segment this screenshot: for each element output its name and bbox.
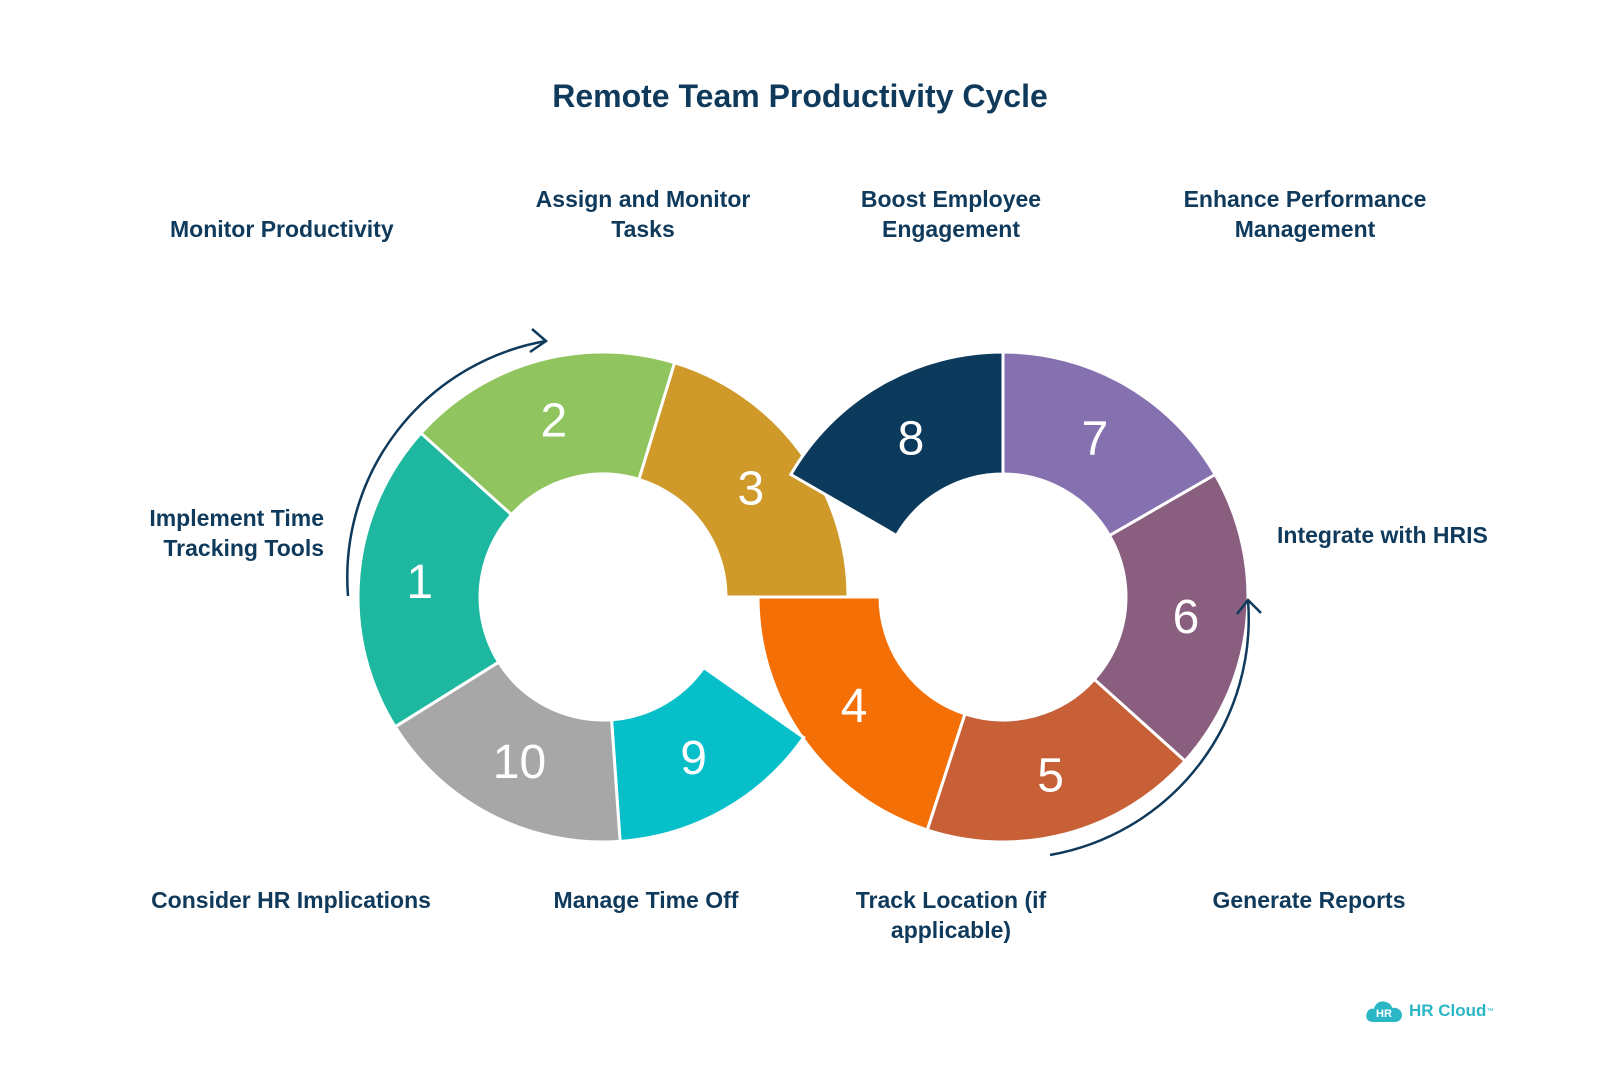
label-track-line1: Track Location (if — [855, 887, 1047, 913]
label-enhance-line2: Management — [1234, 216, 1376, 242]
segment-number-1: 1 — [406, 556, 433, 609]
cycle-segments — [356, 350, 1250, 844]
label-generate-reports: Generate Reports — [1212, 887, 1406, 913]
segment-number-9: 9 — [680, 732, 707, 785]
segment-10 — [393, 660, 622, 844]
segment-7 — [1001, 350, 1218, 538]
label-boost-engagement: Boost Employee Engagement — [861, 184, 1041, 244]
segment-number-10: 10 — [493, 736, 546, 789]
segment-number-8: 8 — [898, 413, 925, 466]
segment-6 — [1092, 472, 1250, 764]
segment-8 — [788, 350, 1005, 538]
label-implement-line1: Implement Time — [149, 505, 324, 531]
cycle-arrow-right-head — [1236, 598, 1262, 615]
logo-badge: HR — [1376, 1008, 1392, 1020]
segment-number-5: 5 — [1037, 750, 1064, 803]
cycle-numbers: 1 2 3 4 5 6 7 8 9 10 — [406, 395, 1199, 803]
label-implement-time-tracking: Implement Time Tracking Tools — [120, 503, 324, 563]
cycle-arrow-left-head — [529, 328, 549, 354]
hr-cloud-logo: HR HR Cloud ™ — [1365, 998, 1493, 1024]
label-enhance-performance: Enhance Performance Management — [1184, 184, 1427, 244]
label-enhance-line1: Enhance Performance — [1183, 186, 1427, 212]
segment-5 — [925, 677, 1188, 844]
cycle-arrow-right — [1049, 599, 1250, 857]
label-integrate-hris: Integrate with HRIS — [1277, 522, 1488, 548]
label-track-location: Track Location (if applicable) — [856, 885, 1046, 945]
segment-2 — [418, 350, 677, 517]
logo-text: HR Cloud — [1409, 1001, 1487, 1020]
segment-number-3: 3 — [738, 463, 765, 516]
cycle-arrow-left — [346, 339, 547, 597]
label-assign-tasks: Assign and Monitor Tasks — [536, 184, 751, 244]
logo-trademark: ™ — [1486, 1007, 1494, 1015]
label-boost-line2: Engagement — [881, 216, 1021, 242]
segment-3 — [637, 360, 850, 599]
segment-4 — [756, 595, 967, 832]
label-track-line2: applicable) — [890, 917, 1012, 943]
segment-1 — [356, 430, 514, 729]
label-implement-line2: Tracking Tools — [163, 535, 324, 561]
label-assign-tasks-line2: Tasks — [611, 216, 675, 242]
label-assign-tasks-line1: Assign and Monitor — [535, 186, 751, 212]
segment-number-2: 2 — [540, 395, 567, 448]
cloud-icon: HR — [1366, 1001, 1402, 1022]
segment-number-6: 6 — [1173, 591, 1200, 644]
segment-number-4: 4 — [841, 680, 868, 733]
label-manage-time-off: Manage Time Off — [553, 887, 739, 913]
segment-number-7: 7 — [1082, 413, 1109, 466]
segment-9 — [609, 665, 806, 844]
label-monitor-productivity: Monitor Productivity — [170, 216, 394, 242]
label-consider-hr: Consider HR Implications — [151, 887, 431, 913]
label-boost-line1: Boost Employee — [860, 186, 1042, 212]
diagram-title: Remote Team Productivity Cycle — [552, 78, 1048, 114]
